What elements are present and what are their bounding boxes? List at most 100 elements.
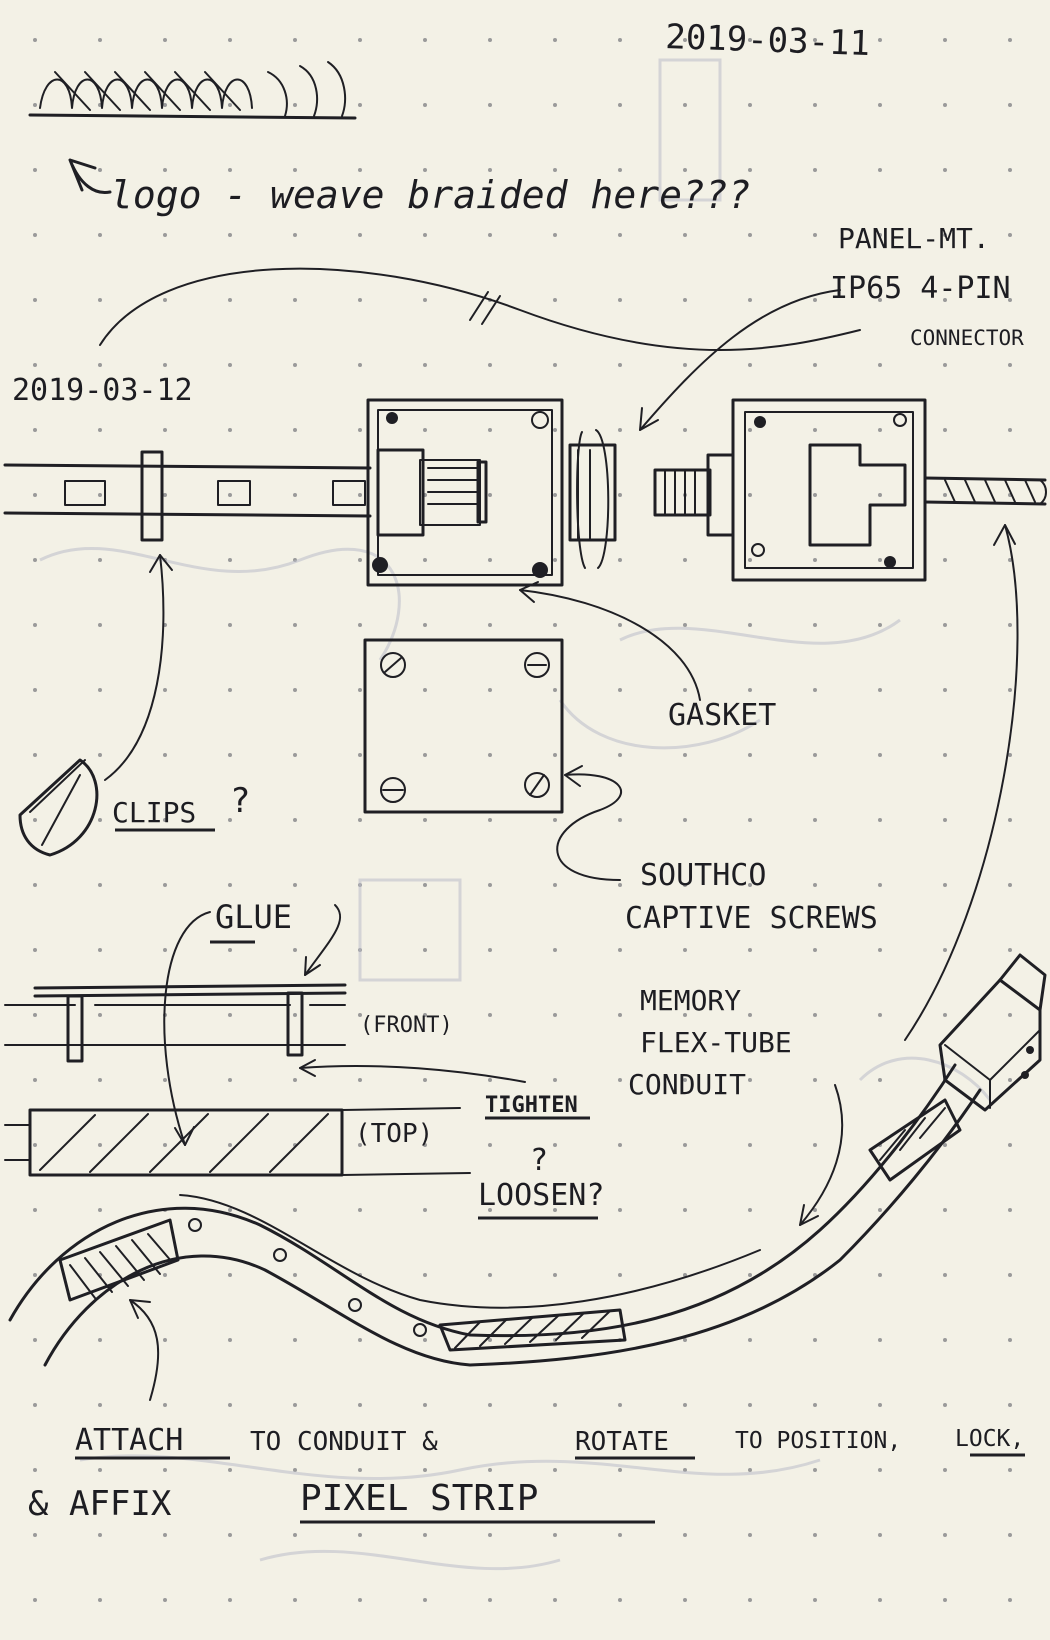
grid-dot [98, 233, 102, 237]
grid-dot [618, 1013, 622, 1017]
grid-dot [618, 818, 622, 822]
grid-dot [488, 1078, 492, 1082]
grid-dot [488, 623, 492, 627]
grid-dot [423, 688, 427, 692]
grid-dot [293, 1013, 297, 1017]
grid-dot [228, 298, 232, 302]
grid-dot [943, 1273, 947, 1277]
grid-dot [293, 103, 297, 107]
grid-dot [618, 1403, 622, 1407]
date-second: 2019-03-12 [12, 373, 193, 408]
grid-dot [358, 1403, 362, 1407]
grid-dot [878, 1338, 882, 1342]
grid-dot [943, 103, 947, 107]
grid-dot [423, 168, 427, 172]
grid-dot [943, 558, 947, 562]
grid-dot [878, 948, 882, 952]
grid-dot [683, 818, 687, 822]
grid-dot [618, 233, 622, 237]
grid-dot [163, 38, 167, 42]
grid-dot [423, 103, 427, 107]
grid-dot [488, 688, 492, 692]
grid-dot [358, 688, 362, 692]
grid-dot [228, 818, 232, 822]
grid-dot [293, 948, 297, 952]
grid-dot [943, 1468, 947, 1472]
grid-dot [98, 298, 102, 302]
grid-dot [488, 428, 492, 432]
grid-dot [618, 1533, 622, 1537]
grid-dot [748, 233, 752, 237]
grid-dot [488, 363, 492, 367]
grid-dot [553, 1598, 557, 1602]
grid-dot [618, 883, 622, 887]
date-top: 2019-03-11 [665, 17, 871, 64]
grid-dot [98, 1208, 102, 1212]
grid-dot [618, 1273, 622, 1277]
grid-dot [618, 558, 622, 562]
grid-dot [33, 883, 37, 887]
grid-dot [488, 233, 492, 237]
grid-dot [358, 1013, 362, 1017]
grid-dot [943, 233, 947, 237]
grid-dot [553, 1273, 557, 1277]
grid-dot [553, 753, 557, 757]
grid-dot [943, 753, 947, 757]
grid-dot [748, 168, 752, 172]
grid-dot [553, 298, 557, 302]
grid-dot [98, 1078, 102, 1082]
grid-dot [683, 1143, 687, 1147]
front-label: (FRONT) [360, 1013, 453, 1038]
grid-dot [683, 1208, 687, 1212]
grid-dot [748, 428, 752, 432]
grid-dot [33, 1273, 37, 1277]
grid-dot [748, 1273, 752, 1277]
grid-dot [813, 753, 817, 757]
grid-dot [748, 948, 752, 952]
grid-dot [293, 168, 297, 172]
grid-dot [878, 363, 882, 367]
grid-dot [33, 1013, 37, 1017]
grid-dot [98, 883, 102, 887]
grid-dot [553, 1208, 557, 1212]
grid-dot [33, 363, 37, 367]
grid-dot [1008, 1013, 1012, 1017]
grid-dot [943, 623, 947, 627]
grid-dot [683, 103, 687, 107]
grid-dot [163, 233, 167, 237]
grid-dot [618, 168, 622, 172]
grid-dot [293, 38, 297, 42]
grid-dot [878, 753, 882, 757]
grid-dot [878, 818, 882, 822]
connector-label-1: PANEL-MT. [838, 222, 990, 255]
grid-dot [813, 103, 817, 107]
grid-dot [813, 298, 817, 302]
grid-dot [748, 493, 752, 497]
grid-dot [163, 103, 167, 107]
grid-dot [228, 753, 232, 757]
strip-clip-icon [18, 554, 173, 857]
grid-dot [1008, 428, 1012, 432]
grid-dot [98, 1013, 102, 1017]
grid-dot [878, 1208, 882, 1212]
grid-dot [943, 1143, 947, 1147]
grid-dot [813, 38, 817, 42]
grid-dot [943, 1533, 947, 1537]
top-label: (TOP) [355, 1119, 433, 1149]
grid-dot [618, 38, 622, 42]
grid-dot [163, 1403, 167, 1407]
grid-dot [488, 1533, 492, 1537]
connector-box-icon [366, 398, 617, 587]
grid-dot [423, 558, 427, 562]
grid-dot [1008, 38, 1012, 42]
instruction-affix: & AFFIX [28, 1484, 172, 1524]
grid-dot [98, 1338, 102, 1342]
grid-dot [813, 883, 817, 887]
grid-dot [683, 38, 687, 42]
grid-dot [553, 1143, 557, 1147]
grid-dot [358, 753, 362, 757]
grid-dot [228, 493, 232, 497]
grid-dot [488, 948, 492, 952]
grid-dot [553, 818, 557, 822]
